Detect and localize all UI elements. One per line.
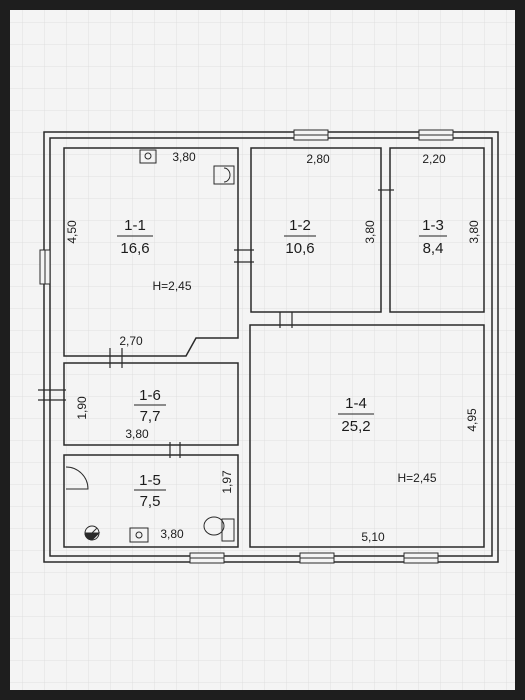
room-1-4-id: 1-4 xyxy=(345,395,367,412)
dim-r11-bottom: 2,70 xyxy=(119,334,143,348)
dim-r11-left: 4,50 xyxy=(65,220,79,244)
room-1-4-area: 25,2 xyxy=(341,418,370,435)
room-1-4-height: H=2,45 xyxy=(397,471,436,485)
dim-r13-top: 2,20 xyxy=(422,152,446,166)
boiler-icon xyxy=(84,525,101,541)
room-1-6-id: 1-6 xyxy=(139,387,161,404)
room-1-5-id: 1-5 xyxy=(139,472,161,489)
dim-r15-right: 1,97 xyxy=(220,470,234,494)
interior-walls xyxy=(63,147,485,548)
room-1-5-area: 7,5 xyxy=(140,493,161,510)
room-1-3-id: 1-3 xyxy=(422,217,444,234)
room-1-1-area: 16,6 xyxy=(120,240,149,257)
graph-grid xyxy=(10,10,515,690)
door-openings xyxy=(38,189,394,458)
room-1-2-id: 1-2 xyxy=(289,217,311,234)
stove-icon xyxy=(213,165,235,185)
room-1-1-height: H=2,45 xyxy=(152,279,191,293)
washbasin-icon xyxy=(129,527,149,543)
room-1-6-area: 7,7 xyxy=(140,408,161,425)
dim-r15-bottom: 3,80 xyxy=(160,527,184,541)
dim-r11-top: 3,80 xyxy=(172,150,196,164)
dim-r12-right: 3,80 xyxy=(363,220,377,244)
shower-icon xyxy=(65,466,89,490)
dim-r12-top: 2,80 xyxy=(306,152,330,166)
dim-r14-bottom: 5,10 xyxy=(361,530,385,544)
dim-r16-left: 1,90 xyxy=(75,396,89,420)
sink-icon xyxy=(139,149,157,164)
dim-r13-right: 3,80 xyxy=(467,220,481,244)
outer-walls xyxy=(43,131,499,563)
room-1-1-id: 1-1 xyxy=(124,217,146,234)
toilet-icon xyxy=(203,516,235,542)
room-1-2-area: 10,6 xyxy=(285,240,314,257)
dim-r14-right: 4,95 xyxy=(465,408,479,432)
room-1-3-area: 8,4 xyxy=(423,240,444,257)
dim-r16-bottom: 3,80 xyxy=(125,427,149,441)
windows xyxy=(39,129,454,564)
